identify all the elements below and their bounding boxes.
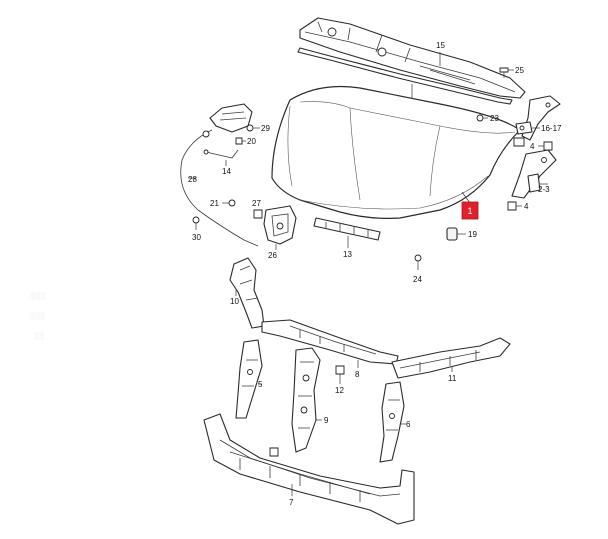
clip-24 [414, 254, 422, 270]
callout-28: 28 [188, 175, 197, 184]
bracket-5 [235, 339, 263, 419]
hood-latch [263, 205, 297, 245]
callout-13: 13 [343, 250, 352, 259]
bolt-4 [507, 201, 522, 211]
hood-panel [271, 85, 521, 219]
bolt-21 [222, 199, 236, 207]
release-cable [180, 129, 259, 247]
callout-5: 5 [258, 380, 263, 389]
clip-12 [335, 365, 345, 384]
left-side-member [229, 257, 265, 329]
callout-29: 29 [261, 124, 270, 133]
callout-7: 7 [289, 498, 294, 507]
callout-24: 24 [413, 275, 422, 284]
watermark-mark: ░░ [34, 332, 44, 340]
bracket-6 [379, 381, 405, 463]
callout-26: 26 [268, 251, 277, 260]
right-side-member [391, 337, 511, 379]
latch-rod [203, 149, 239, 159]
radiator-support-lower [203, 413, 415, 525]
callout-4-lower: 4 [524, 202, 529, 211]
callout-23: 23 [490, 114, 499, 123]
cowl-seal [297, 47, 513, 105]
leader-line [461, 191, 471, 204]
callout-8: 8 [355, 370, 360, 379]
callout-1: 1 [467, 206, 472, 216]
callout-12: 12 [335, 386, 344, 395]
callout-21: 21 [210, 199, 219, 208]
callout-2-3: 2-3 [538, 185, 550, 194]
callout-4: 4 [530, 142, 535, 151]
callout-6: 6 [406, 420, 411, 429]
callout-30: 30 [192, 233, 201, 242]
nut-4 [538, 141, 553, 151]
callout-27: 27 [252, 199, 261, 208]
hood-callout-badge: 1 [461, 201, 479, 220]
callout-9: 9 [324, 416, 329, 425]
screw-20 [235, 137, 246, 145]
screw-23 [476, 114, 488, 122]
watermark-mark: ░░░ [30, 292, 45, 300]
hood-bumper [446, 227, 466, 241]
callout-20: 20 [247, 137, 256, 146]
release-handle [209, 103, 254, 133]
cable-end [192, 216, 200, 230]
center-brace [261, 319, 399, 365]
hood-strip [313, 217, 381, 241]
hood-hinge [513, 95, 561, 147]
callout-19: 19 [468, 230, 477, 239]
bolt-27 [253, 209, 263, 219]
callout-10: 10 [230, 297, 239, 306]
center-upright [291, 347, 321, 453]
callout-15: 15 [436, 41, 445, 50]
cowl-top-panel [299, 17, 526, 99]
upper-support-bracket [511, 149, 557, 199]
callout-16-17: 16-17 [541, 124, 562, 133]
callout-14: 14 [222, 167, 231, 176]
screw-25 [499, 67, 514, 78]
callout-25: 25 [515, 66, 524, 75]
callout-11: 11 [448, 374, 457, 383]
watermark-mark: ░░░ [30, 312, 45, 320]
